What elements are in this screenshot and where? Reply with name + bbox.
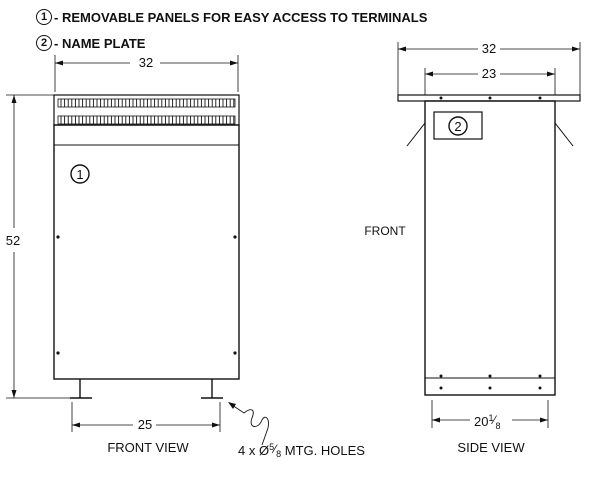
holes-frac-slash: ⁄ <box>271 442 278 456</box>
holes-suffix: MTG. HOLES <box>281 443 365 458</box>
front-width-dimension <box>54 55 239 92</box>
callout-1-label: 1 <box>76 167 83 182</box>
front-view: 1 <box>6 55 269 446</box>
mounting-holes-note: 4 x Ø5⁄8 MTG. HOLES <box>238 442 365 459</box>
side-front-label: FRONT <box>364 224 406 238</box>
callout-1-circle <box>70 164 90 184</box>
front-base-label: 25 <box>138 417 152 432</box>
holes-frac-num: 5 <box>269 442 274 452</box>
side-width-dimension <box>397 42 581 95</box>
side-inner-dimension <box>424 68 556 95</box>
front-width-label: 32 <box>139 55 153 70</box>
side-top-cover-bolts <box>439 96 542 100</box>
louver-band-upper <box>57 98 236 108</box>
front-panel-screws <box>56 235 237 355</box>
side-base-bolts <box>439 374 542 390</box>
front-top-panel <box>53 94 240 126</box>
side-base-label: 201⁄8 <box>474 413 501 431</box>
side-cabinet-body <box>424 100 556 396</box>
holes-prefix: 4 x Ø <box>238 443 269 458</box>
front-height-dimension <box>6 94 72 399</box>
side-width-label: 32 <box>482 41 496 56</box>
side-base-frac-den: 8 <box>496 421 501 431</box>
front-cabinet-body <box>53 124 240 380</box>
notes-list: 1 - REMOVABLE PANELS FOR EASY ACCESS TO … <box>36 4 427 56</box>
note-1: 1 - REMOVABLE PANELS FOR EASY ACCESS TO … <box>36 4 427 30</box>
side-view-caption: SIDE VIEW <box>457 440 525 455</box>
louvers-lower <box>60 116 235 124</box>
note-2-text: - NAME PLATE <box>54 35 146 51</box>
side-inner-label: 23 <box>482 66 496 81</box>
note-2-number: 2 <box>36 35 52 51</box>
mounting-holes-leader-arrow <box>228 402 236 409</box>
side-hood-flaps <box>406 122 574 147</box>
front-view-caption: FRONT VIEW <box>107 440 189 455</box>
side-base-frac-num: 1 <box>488 413 493 423</box>
callout-2-label: 2 <box>454 119 461 134</box>
holes-frac-den: 8 <box>276 449 281 459</box>
louvers-upper <box>60 99 235 107</box>
note-1-number: 1 <box>36 9 52 25</box>
side-base-dimension <box>431 400 549 428</box>
front-legs <box>70 379 223 399</box>
side-view: 2 <box>397 42 581 428</box>
front-height-label: 52 <box>6 233 20 248</box>
louver-band-lower <box>57 115 236 125</box>
side-base-frac-slash: ⁄ <box>490 413 497 427</box>
note-2: 2 - NAME PLATE <box>36 30 427 56</box>
front-base-dimension <box>71 402 221 432</box>
front-access-strip <box>53 124 240 146</box>
name-plate <box>433 111 483 140</box>
callout-2-circle <box>448 116 468 136</box>
note-1-text: - REMOVABLE PANELS FOR EASY ACCESS TO TE… <box>54 9 428 25</box>
side-base-whole: 20 <box>474 414 488 429</box>
mounting-holes-leader <box>231 404 269 446</box>
